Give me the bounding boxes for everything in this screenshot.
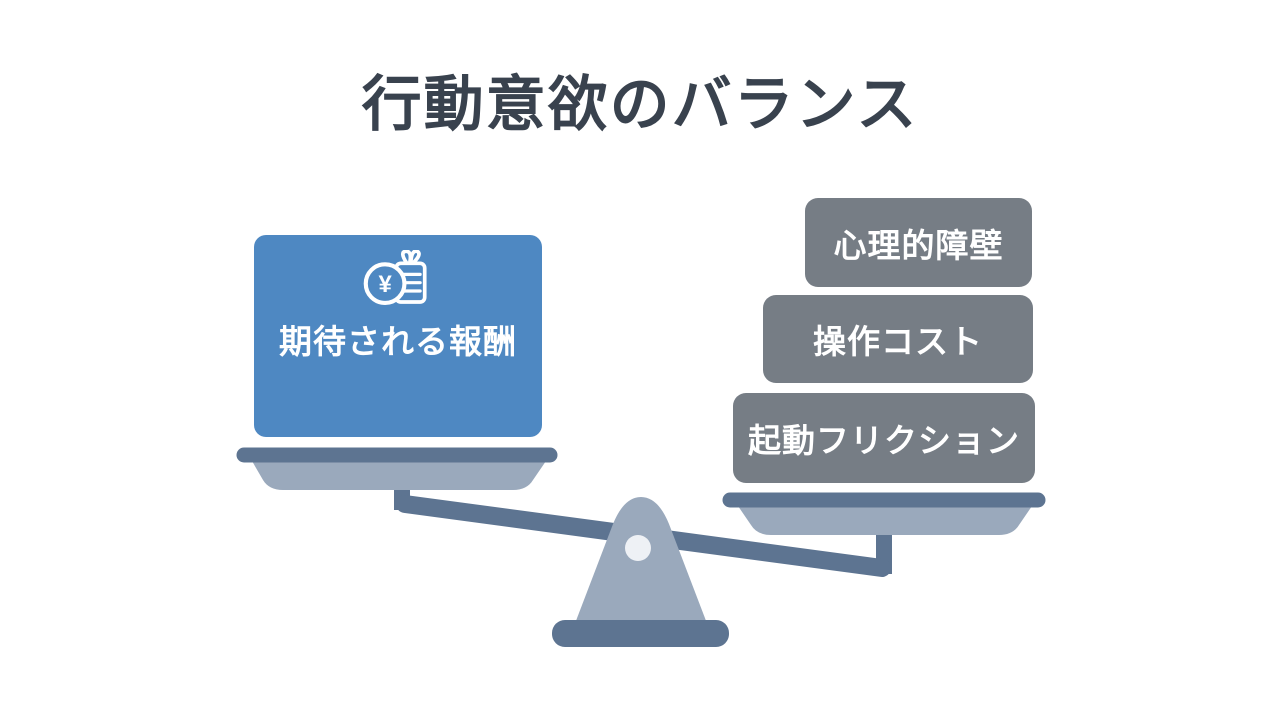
- cost-box-operation-cost: 操作コスト: [763, 295, 1033, 383]
- pivot-dot: [625, 535, 651, 561]
- cost-box-psychological-barrier: 心理的障壁: [805, 198, 1032, 287]
- coin-circle: [363, 262, 407, 306]
- left-pan-dish: [252, 461, 546, 490]
- right-pan: [722, 492, 1046, 535]
- fulcrum: [552, 497, 729, 647]
- fulcrum-tower: [574, 497, 708, 626]
- reward-label: 期待される報酬: [279, 323, 517, 360]
- right-pan-dish: [738, 506, 1032, 535]
- reward-box: ¥ 期待される報酬: [254, 235, 542, 437]
- bow-right-loop: [409, 250, 421, 265]
- coin-gift-icon: ¥: [363, 250, 427, 306]
- cost-label: 心理的障壁: [833, 226, 1004, 264]
- fulcrum-base: [552, 620, 729, 647]
- cost-label: 起動フリクション: [748, 422, 1020, 459]
- cost-box-startup-friction: 起動フリクション: [733, 393, 1035, 483]
- page-title: 行動意欲のバランス: [361, 71, 919, 138]
- left-pan: [236, 447, 558, 490]
- yen-symbol: ¥: [378, 271, 392, 298]
- cost-label: 操作コスト: [813, 323, 983, 360]
